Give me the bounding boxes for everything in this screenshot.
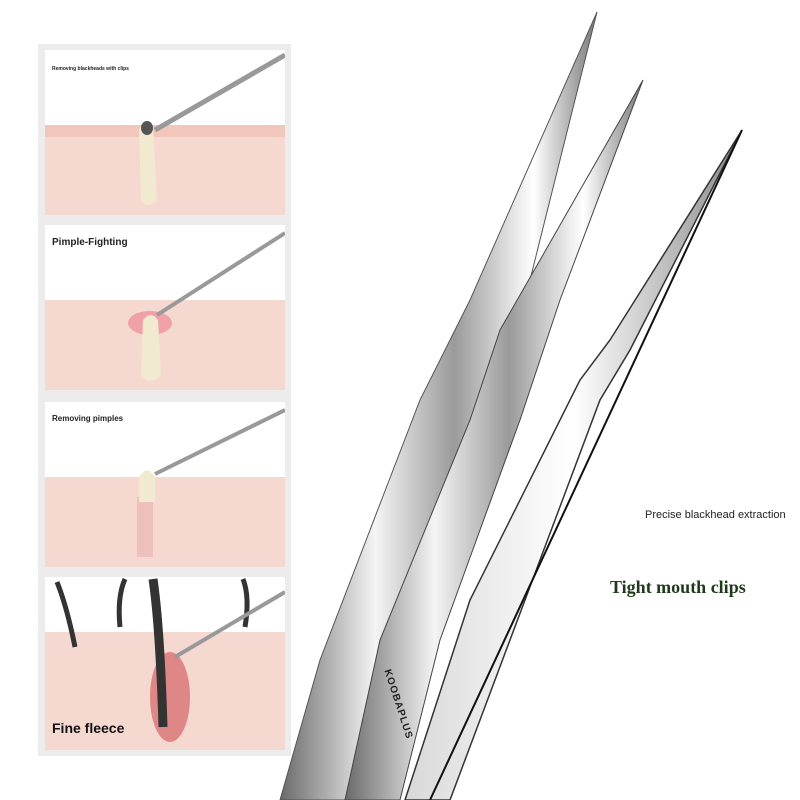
usage-panels: Removing blackheads with clips Pimple-Fi… [38,44,291,756]
panel-caption: Fine fleece [52,720,125,736]
panel-blackheads: Removing blackheads with clips [45,50,285,215]
hair-illustration [45,577,285,750]
blackhead-illustration [45,52,285,215]
panel-caption: Pimple-Fighting [52,237,128,248]
feature-label-precise: Precise blackhead extraction [645,509,786,521]
feature-label-tight: Tight mouth clips [610,577,746,597]
tweezer-arm-left [279,11,598,800]
panel-pimple-fighting: Pimple-Fighting [45,225,285,390]
panel-caption: Removing pimples [52,414,124,423]
removing-pimples-illustration [45,408,285,567]
panel-caption: Removing blackheads with clips [52,66,129,72]
tweezer-arm-right [404,129,743,800]
panel-removing-pimples: Removing pimples [45,402,285,567]
tweezer-arm-middle [344,79,644,800]
panel-fine-fleece: Fine fleece [45,577,285,750]
pimple-illustration [45,231,285,390]
